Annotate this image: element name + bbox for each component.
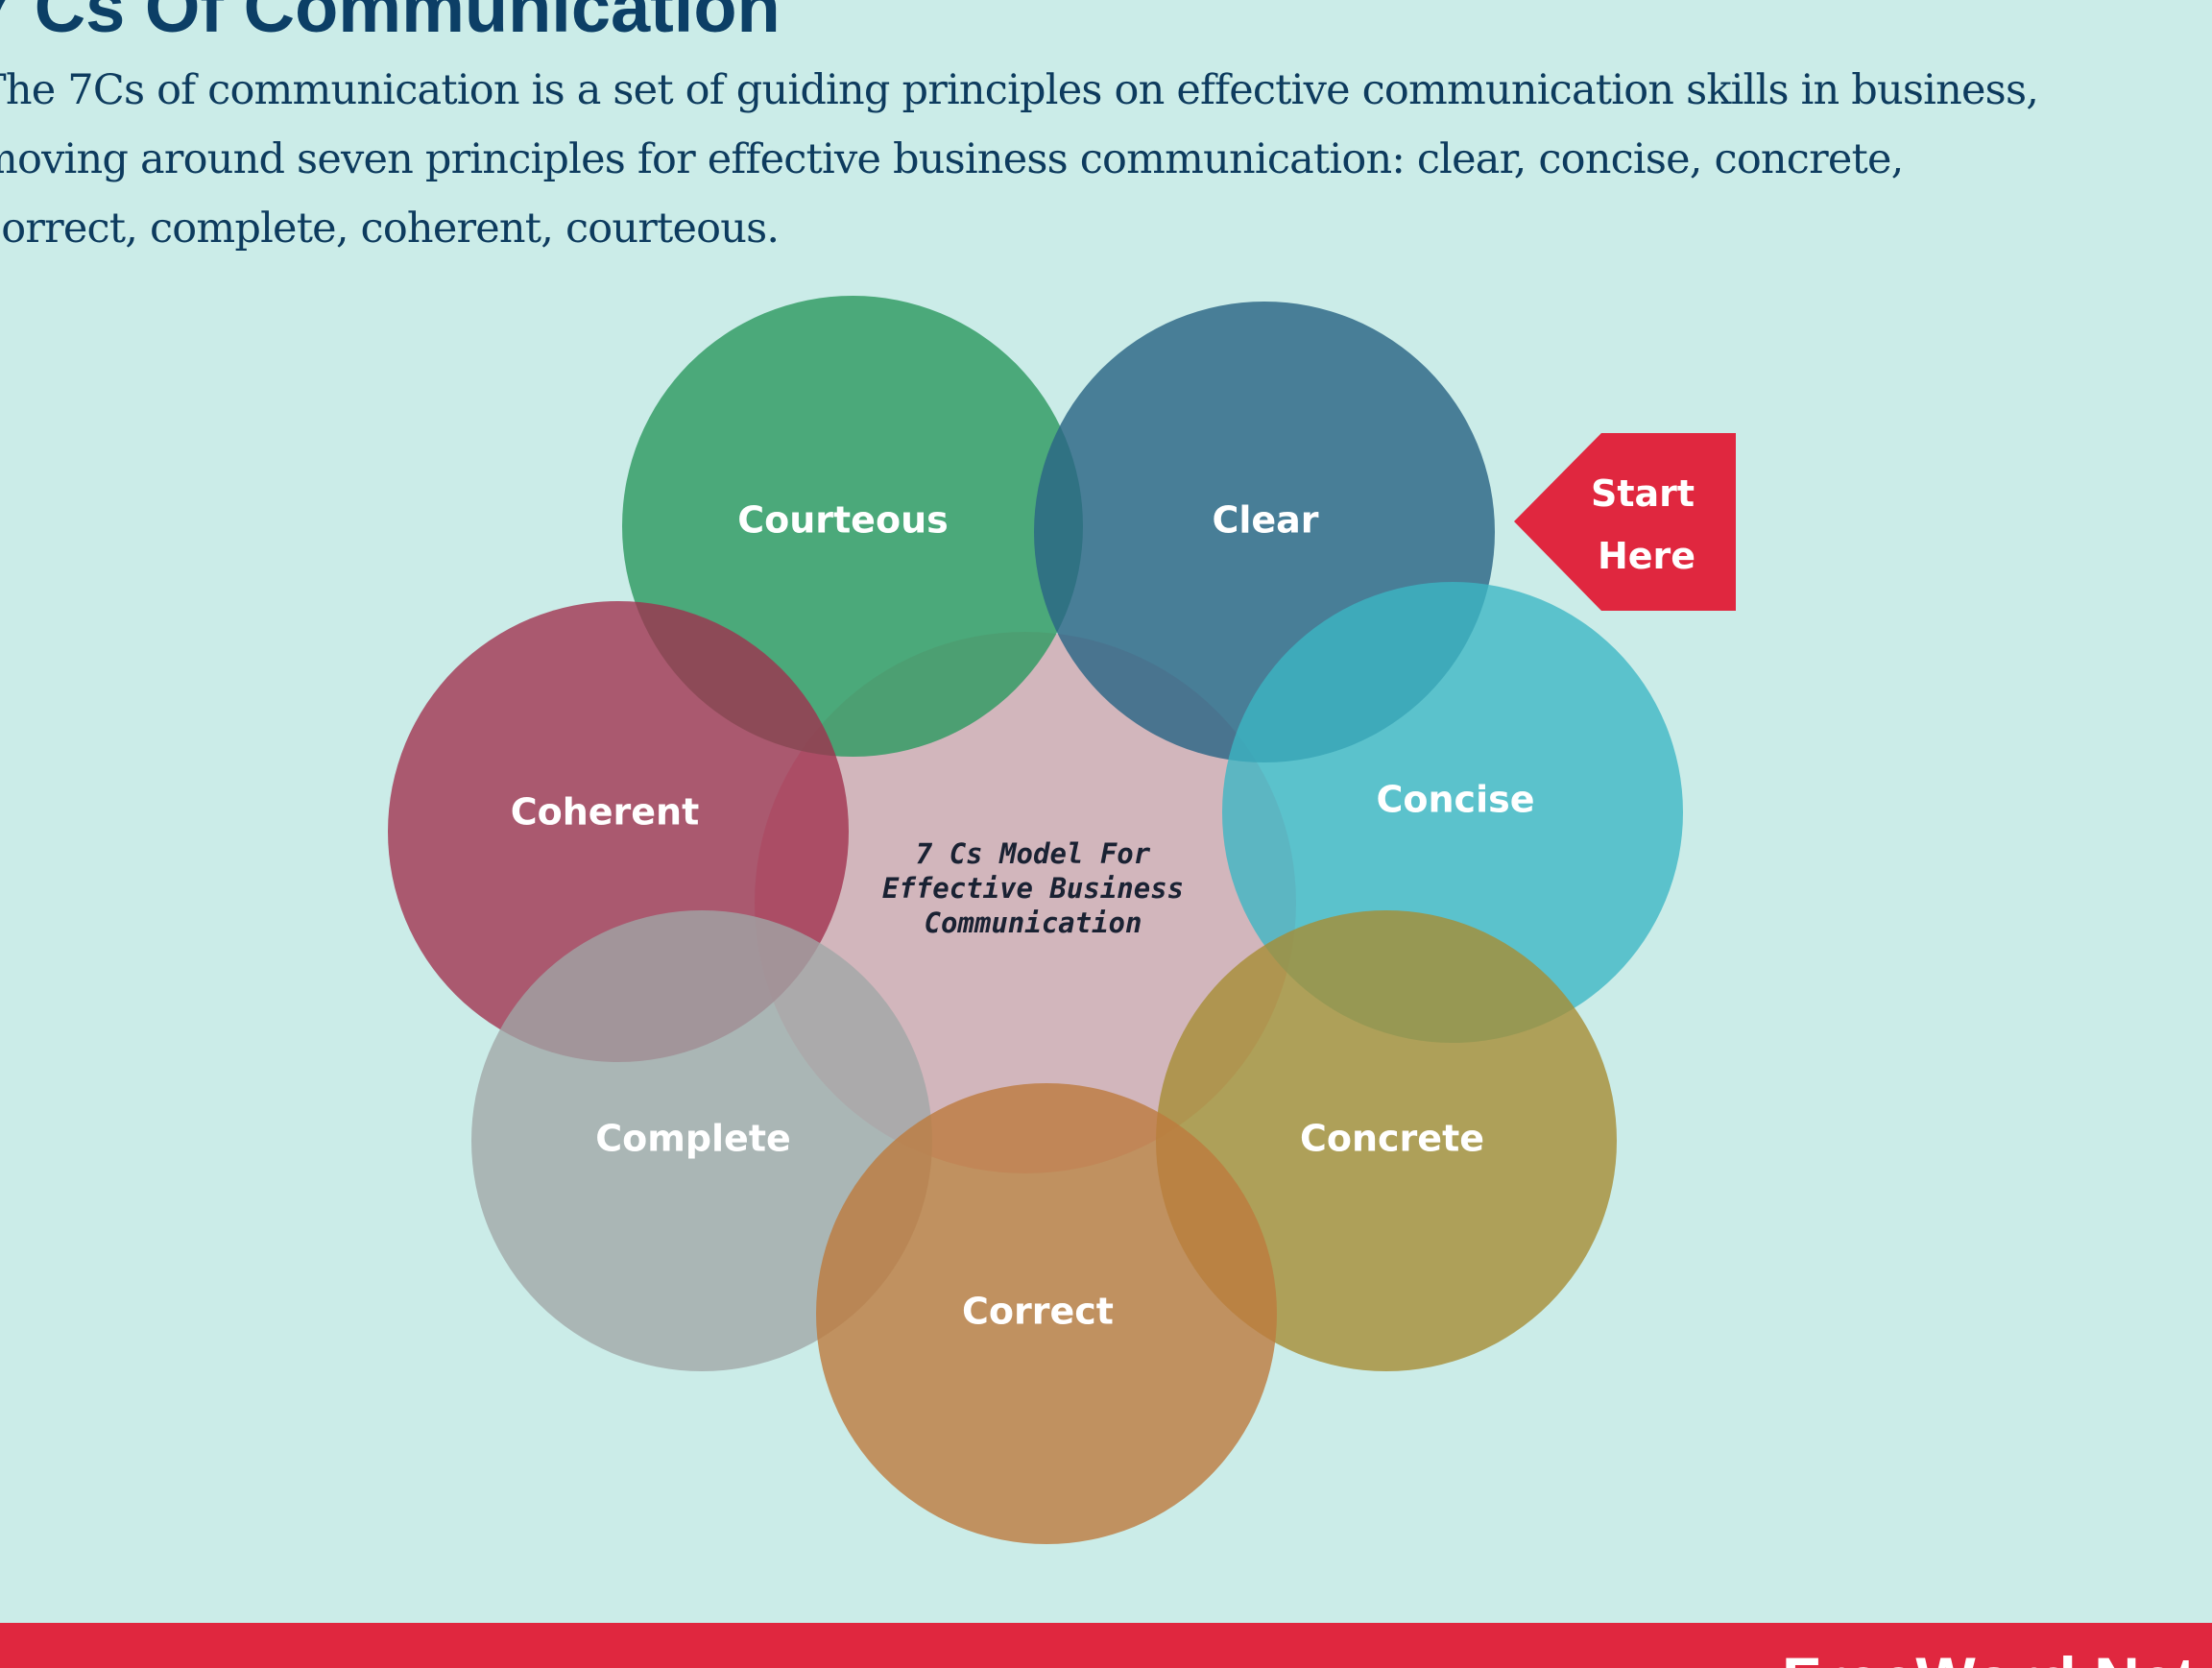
- center-title: 7 Cs Model For Effective Business Commun…: [882, 837, 1184, 939]
- start-here-label: Here: [1598, 535, 1695, 577]
- circle-complete-shape: [471, 910, 932, 1371]
- circle-correct-shape: [816, 1083, 1277, 1544]
- center-title-line: 7 Cs Model For: [916, 837, 1151, 870]
- circle-concise-label: Concise: [1377, 779, 1535, 821]
- footer-brand: FreeWord.Net: [1782, 1648, 2197, 1668]
- intro-paragraph: The 7Cs of communication is a set of gui…: [0, 56, 2039, 263]
- circle-concrete-shape: [1156, 910, 1617, 1371]
- intro-line: moving around seven principles for effec…: [0, 135, 1904, 183]
- intro-line: The 7Cs of communication is a set of gui…: [0, 66, 2039, 114]
- circle-complete-label: Complete: [595, 1118, 791, 1160]
- circle-correct-label: Correct: [962, 1291, 1114, 1333]
- start-here-marker: Start Here: [1514, 433, 1736, 611]
- circle-clear-label: Clear: [1212, 499, 1318, 542]
- circle-concrete: Concrete: [1156, 910, 1617, 1371]
- page-title: 7 Cs Of Communication: [0, 0, 781, 47]
- circle-coherent-label: Coherent: [511, 791, 700, 834]
- circle-complete: Complete: [471, 910, 932, 1371]
- start-here-label: Start: [1591, 472, 1695, 515]
- intro-line: correct, complete, coherent, courteous.: [0, 205, 780, 253]
- start-here-arrow-shape: [1514, 433, 1736, 611]
- center-title-line: Effective Business: [882, 872, 1184, 905]
- circle-concrete-label: Concrete: [1300, 1118, 1484, 1160]
- circle-correct: Correct: [816, 1083, 1277, 1544]
- footer-bar: FreeWord.Net: [0, 1623, 2212, 1668]
- center-title-line: Communication: [925, 907, 1142, 939]
- circle-courteous-label: Courteous: [737, 499, 949, 542]
